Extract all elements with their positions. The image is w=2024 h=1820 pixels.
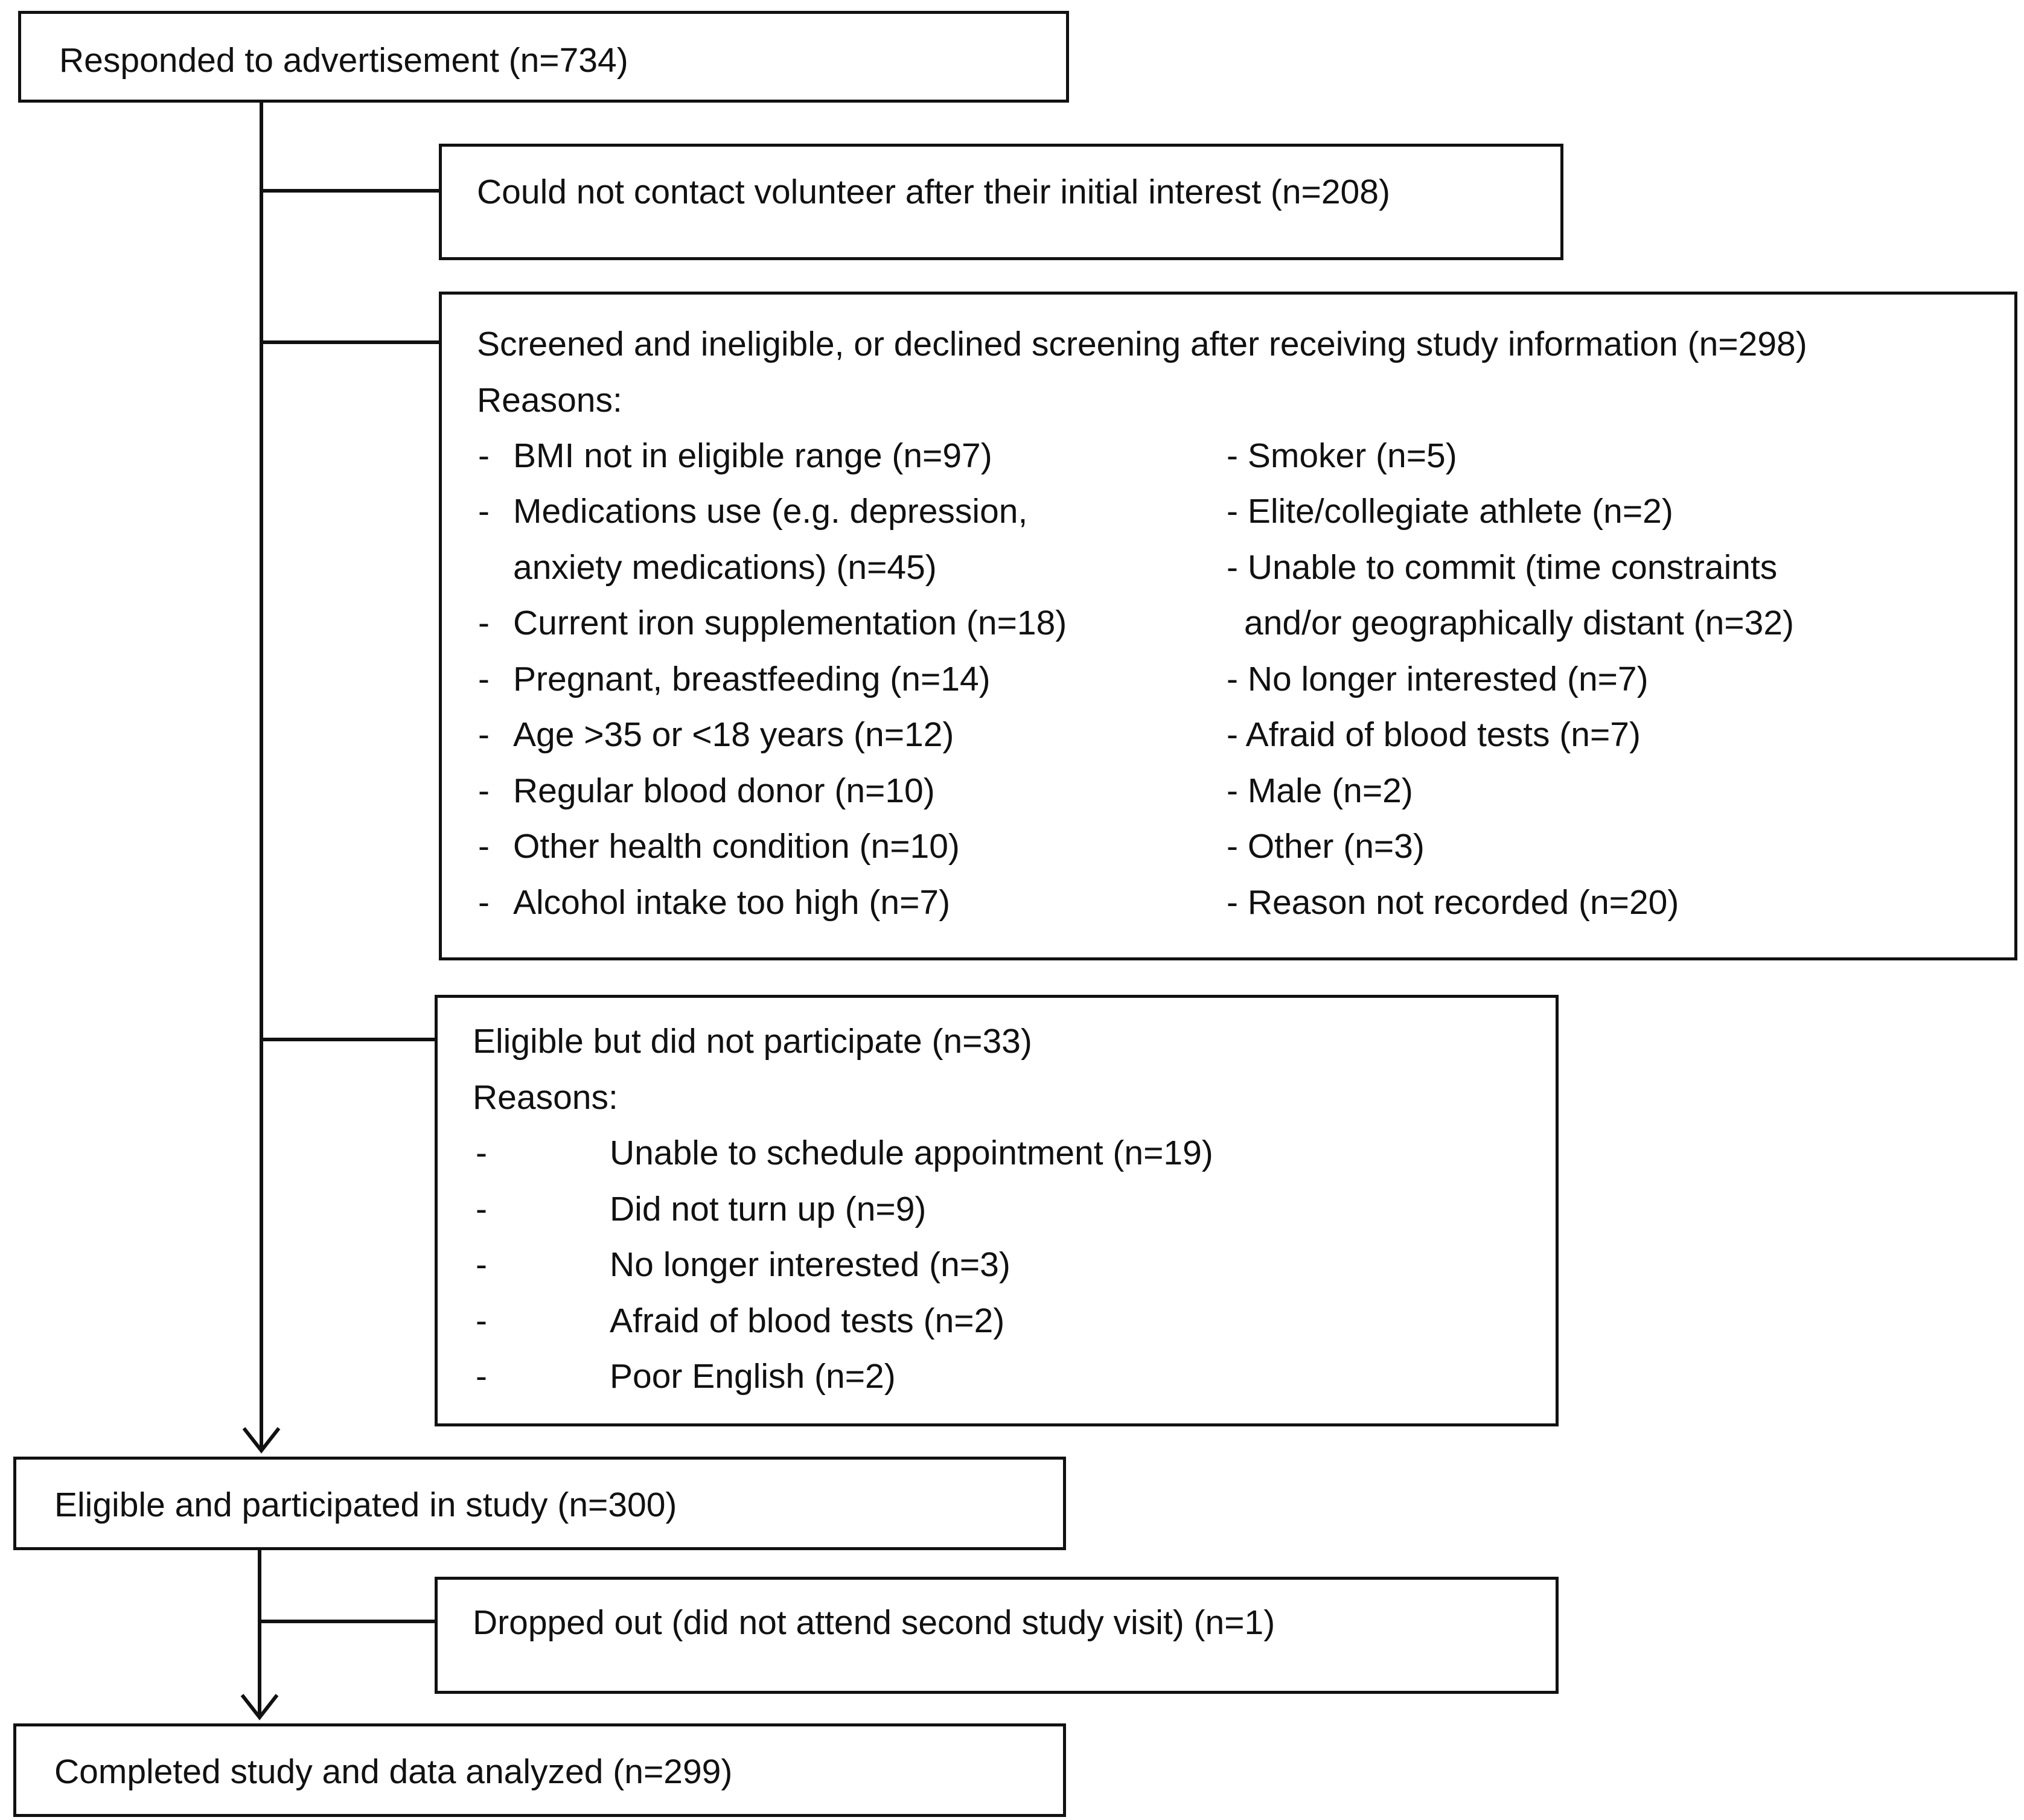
screened-reason-age: Age >35 or <18 years (n=12) xyxy=(513,715,954,754)
screened-reason-bmi: BMI not in eligible range (n=97) xyxy=(513,436,992,475)
eligible-bullet: - xyxy=(476,1357,487,1396)
screened-bullet: - xyxy=(478,436,490,475)
screened-bullet: - xyxy=(478,827,490,866)
screened-bullet: - xyxy=(478,604,490,642)
eligible-reason-afraid: Afraid of blood tests (n=2) xyxy=(610,1301,1005,1340)
eligible-reason-english: Poor English (n=2) xyxy=(610,1357,896,1396)
screened-reason-commit: - Unable to commit (time constraints xyxy=(1227,548,1778,587)
screened-reason-other: - Other (n=3) xyxy=(1227,827,1425,866)
eligible-reasons-label: Reasons: xyxy=(473,1078,618,1117)
eligible-bullet: - xyxy=(476,1134,487,1172)
responded-label: Responded to advertisement (n=734) xyxy=(59,41,628,80)
dropped-box: Dropped out (did not attend second study… xyxy=(435,1577,1559,1694)
participated-box: Eligible and participated in study (n=30… xyxy=(13,1457,1066,1550)
screened-box: Screened and ineligible, or declined scr… xyxy=(439,292,2017,960)
screened-reason-blood-donor: Regular blood donor (n=10) xyxy=(513,771,935,810)
screened-bullet: - xyxy=(478,660,490,698)
screened-reasons-label: Reasons: xyxy=(477,381,622,420)
eligible-bullet: - xyxy=(476,1190,487,1228)
screened-reason-iron: Current iron supplementation (n=18) xyxy=(513,604,1067,642)
completed-label: Completed study and data analyzed (n=299… xyxy=(54,1752,733,1791)
arrowhead-to-completed xyxy=(240,1694,279,1720)
eligible-not-participate-box: Eligible but did not participate (n=33) … xyxy=(435,995,1559,1426)
eligible-bullet: - xyxy=(476,1245,487,1284)
screened-reason-male: - Male (n=2) xyxy=(1227,771,1413,810)
eligible-bullet: - xyxy=(476,1301,487,1340)
arrowhead-to-participated xyxy=(242,1427,281,1454)
dropped-label: Dropped out (did not attend second study… xyxy=(473,1603,1275,1642)
screened-reason-smoker: - Smoker (n=5) xyxy=(1227,436,1457,475)
screened-reason-health: Other health condition (n=10) xyxy=(513,827,960,866)
screened-reason-medications-cont: anxiety medications) (n=45) xyxy=(513,548,937,587)
not-contacted-label: Could not contact volunteer after their … xyxy=(477,173,1390,211)
screened-reason-afraid: - Afraid of blood tests (n=7) xyxy=(1227,715,1641,754)
eligible-not-participate-label: Eligible but did not participate (n=33) xyxy=(473,1022,1032,1061)
screened-bullet: - xyxy=(478,492,490,531)
eligible-reason-schedule: Unable to schedule appointment (n=19) xyxy=(610,1134,1213,1172)
responded-box: Responded to advertisement (n=734) xyxy=(18,11,1069,103)
screened-reason-pregnant: Pregnant, breastfeeding (n=14) xyxy=(513,660,991,698)
screened-bullet: - xyxy=(478,883,490,922)
screened-reason-alcohol: Alcohol intake too high (n=7) xyxy=(513,883,951,922)
eligible-reason-no-show: Did not turn up (n=9) xyxy=(610,1190,927,1228)
screened-reason-commit-cont: and/or geographically distant (n=32) xyxy=(1244,604,1794,642)
screened-bullet: - xyxy=(478,715,490,754)
screened-reason-medications: Medications use (e.g. depression, xyxy=(513,492,1028,531)
screened-reason-athlete: - Elite/collegiate athlete (n=2) xyxy=(1227,492,1673,531)
not-contacted-box: Could not contact volunteer after their … xyxy=(439,144,1563,260)
screened-reason-not-interested: - No longer interested (n=7) xyxy=(1227,660,1649,698)
participated-label: Eligible and participated in study (n=30… xyxy=(54,1486,677,1524)
screened-bullet: - xyxy=(478,771,490,810)
screened-reason-not-recorded: - Reason not recorded (n=20) xyxy=(1227,883,1679,922)
screened-label: Screened and ineligible, or declined scr… xyxy=(477,325,1807,363)
completed-box: Completed study and data analyzed (n=299… xyxy=(13,1723,1066,1817)
eligible-reason-not-interested: No longer interested (n=3) xyxy=(610,1245,1010,1284)
